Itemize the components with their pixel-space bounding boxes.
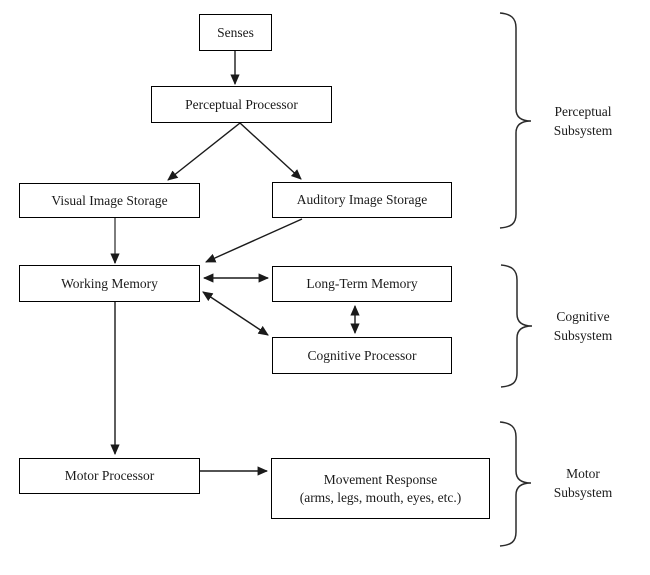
- node-visual-image-storage: Visual Image Storage: [19, 183, 200, 218]
- brace-perceptual-subsystem: [499, 12, 532, 229]
- node-visual-image-storage-label: Visual Image Storage: [51, 192, 168, 208]
- node-perceptual-processor: Perceptual Processor: [151, 86, 332, 123]
- node-auditory-image-storage-label: Auditory Image Storage: [296, 192, 428, 207]
- node-movement-response-sublabel: (arms, legs, mouth, eyes, etc.): [299, 489, 462, 505]
- group-label-cognitive-subsystem: Cognitive Subsystem: [518, 307, 648, 345]
- group-label-cognitive-line1: Cognitive: [556, 309, 610, 324]
- node-working-memory-label: Working Memory: [61, 275, 158, 291]
- node-perceptual-processor-label: Perceptual Processor: [185, 96, 298, 112]
- node-cognitive-processor: Cognitive Processor: [272, 337, 452, 374]
- node-long-term-memory: Long-Term Memory: [272, 266, 452, 302]
- group-label-perceptual-line1: Perceptual: [554, 104, 612, 119]
- node-motor-processor-label: Motor Processor: [64, 468, 155, 483]
- edge-perceptual-to-auditory: [239, 122, 302, 180]
- group-label-perceptual-line2: Subsystem: [553, 123, 613, 138]
- node-senses-label: Senses: [217, 24, 254, 40]
- group-label-perceptual-subsystem: Perceptual Subsystem: [518, 102, 648, 140]
- group-label-motor-line1: Motor: [566, 466, 600, 481]
- node-working-memory: Working Memory: [19, 265, 200, 302]
- node-cognitive-processor-label: Cognitive Processor: [307, 347, 417, 363]
- edge-auditory-to-working-memory: [205, 218, 303, 263]
- brace-motor-subsystem: [499, 421, 532, 547]
- group-label-cognitive-line2: Subsystem: [553, 328, 613, 343]
- node-senses: Senses: [199, 14, 272, 51]
- group-label-motor-line2: Subsystem: [553, 485, 613, 500]
- node-movement-response: Movement Response (arms, legs, mouth, ey…: [271, 458, 490, 519]
- node-movement-response-label: Movement Response: [323, 471, 438, 487]
- group-label-motor-subsystem: Motor Subsystem: [518, 464, 648, 502]
- node-motor-processor: Motor Processor: [19, 458, 200, 494]
- brace-cognitive-subsystem: [500, 264, 533, 388]
- edge-working-memory-cognitive-processor: [202, 291, 269, 336]
- node-auditory-image-storage: Auditory Image Storage: [272, 182, 452, 218]
- node-long-term-memory-label: Long-Term Memory: [306, 276, 418, 291]
- edge-perceptual-to-visual: [167, 122, 241, 181]
